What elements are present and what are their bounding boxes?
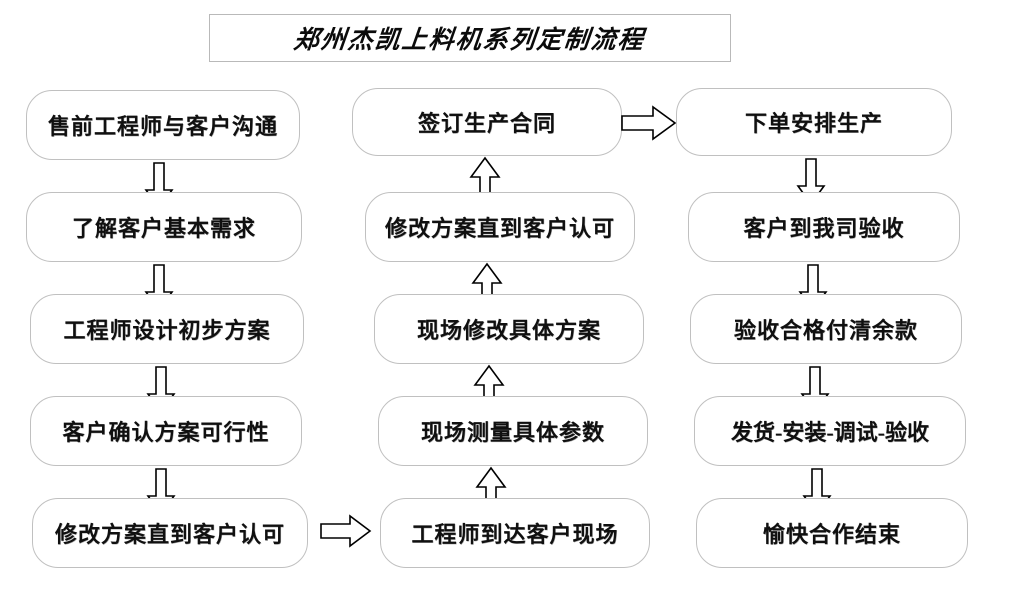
node-onsite-2[interactable]: 修改方案直到客户认可 bbox=[365, 192, 635, 262]
node-production-1[interactable]: 下单安排生产 bbox=[676, 88, 952, 156]
node-production-3[interactable]: 验收合格付清余款 bbox=[690, 294, 962, 364]
node-label: 签订生产合同 bbox=[417, 111, 556, 136]
node-label: 修改方案直到客户认可 bbox=[54, 522, 285, 547]
node-label: 愉快合作结束 bbox=[762, 522, 901, 547]
node-production-5[interactable]: 愉快合作结束 bbox=[696, 498, 968, 568]
node-label: 验收合格付清余款 bbox=[733, 318, 918, 343]
node-onsite-1[interactable]: 签订生产合同 bbox=[352, 88, 622, 156]
node-label: 工程师设计初步方案 bbox=[63, 318, 271, 343]
node-presales-3[interactable]: 工程师设计初步方案 bbox=[30, 294, 304, 364]
node-label: 工程师到达客户现场 bbox=[411, 522, 619, 547]
chart-title-box: 郑州杰凯上料机系列定制流程 bbox=[209, 14, 731, 62]
node-label: 下单安排生产 bbox=[744, 111, 883, 136]
node-label: 现场测量具体参数 bbox=[420, 420, 605, 445]
node-presales-1[interactable]: 售前工程师与客户沟通 bbox=[26, 90, 300, 160]
node-production-4[interactable]: 发货-安装-调试-验收 bbox=[694, 396, 966, 466]
node-label: 修改方案直到客户认可 bbox=[384, 216, 615, 241]
node-onsite-3[interactable]: 现场修改具体方案 bbox=[374, 294, 644, 364]
node-presales-4[interactable]: 客户确认方案可行性 bbox=[30, 396, 302, 466]
node-label: 发货-安装-调试-验收 bbox=[731, 420, 929, 445]
arrow-right-icon bbox=[621, 104, 677, 142]
node-label: 了解客户基本需求 bbox=[71, 216, 256, 241]
node-onsite-4[interactable]: 现场测量具体参数 bbox=[378, 396, 648, 466]
node-production-2[interactable]: 客户到我司验收 bbox=[688, 192, 960, 262]
node-presales-2[interactable]: 了解客户基本需求 bbox=[26, 192, 302, 262]
node-label: 现场修改具体方案 bbox=[416, 318, 601, 343]
chart-title-text: 郑州杰凯上料机系列定制流程 bbox=[292, 27, 647, 54]
arrow-right-icon bbox=[320, 513, 372, 549]
node-presales-5[interactable]: 修改方案直到客户认可 bbox=[32, 498, 308, 568]
node-onsite-5[interactable]: 工程师到达客户现场 bbox=[380, 498, 650, 568]
node-label: 售前工程师与客户沟通 bbox=[47, 114, 278, 139]
node-label: 客户确认方案可行性 bbox=[62, 420, 270, 445]
node-label: 客户到我司验收 bbox=[743, 216, 905, 241]
